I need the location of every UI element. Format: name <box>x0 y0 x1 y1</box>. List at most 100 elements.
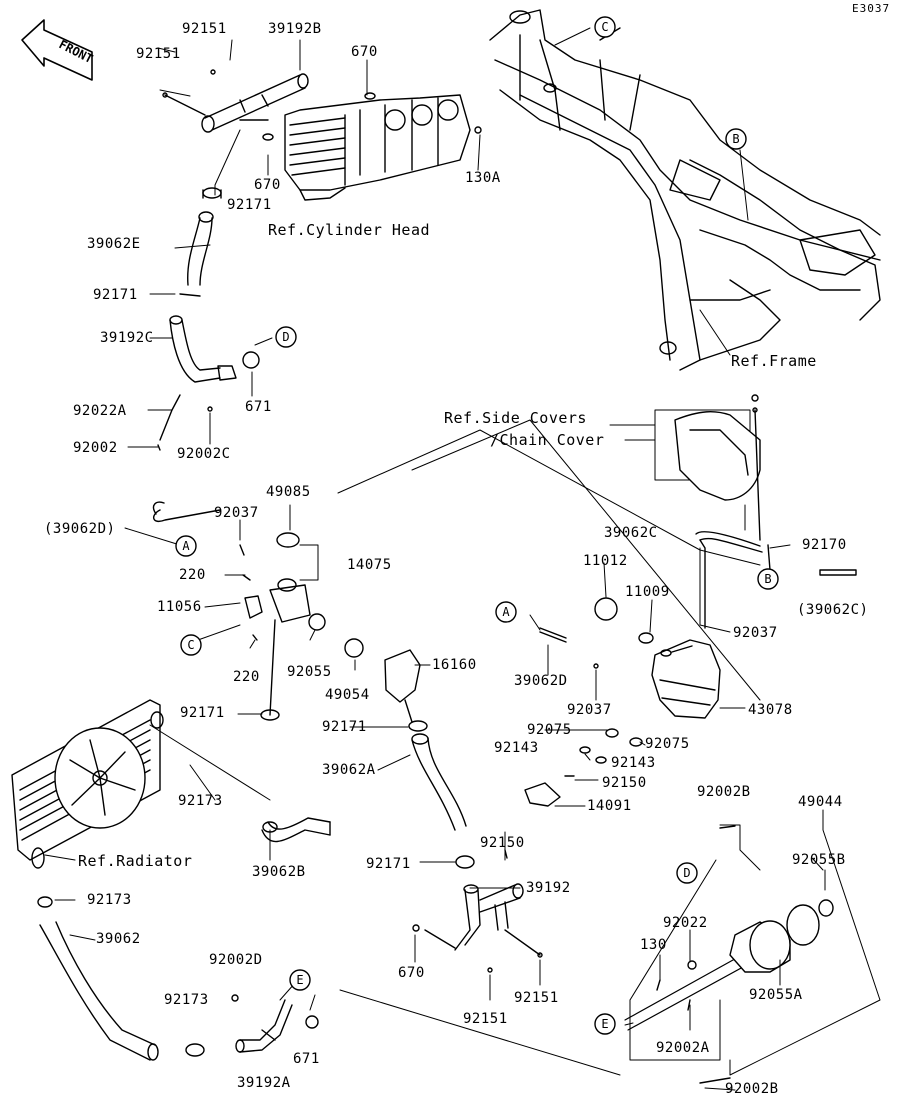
callout-c-top: C <box>601 20 608 34</box>
part-label: 92173 <box>164 992 209 1008</box>
callout-d-left: D <box>282 330 289 344</box>
reservoir-tank-drawing <box>594 531 857 719</box>
part-label: 92173 <box>87 892 132 908</box>
part-label: 92075 <box>645 736 690 752</box>
callout-d-bottom: D <box>683 866 690 880</box>
ref-side-covers-line1: Ref.Side Covers <box>444 409 587 427</box>
callout-a-left: A <box>182 539 190 553</box>
callout-c-left: C <box>187 638 194 652</box>
part-label: 92002C <box>177 446 231 462</box>
callout-b-right: B <box>764 572 771 586</box>
part-label: 670 <box>254 177 281 193</box>
part-label: 39062B <box>252 864 306 880</box>
pipe-39192A-drawing <box>231 994 319 1053</box>
part-label: 39062C <box>604 525 658 541</box>
part-label: 92022A <box>73 403 127 419</box>
part-label: 39192A <box>237 1075 291 1091</box>
part-label: 92171 <box>227 197 272 213</box>
part-label: 92151 <box>136 46 181 62</box>
part-label: 49085 <box>266 484 311 500</box>
part-label: 16160 <box>432 657 477 673</box>
part-label: 92002B <box>697 784 751 800</box>
bracket-14091-drawing <box>504 627 643 859</box>
part-label: 39062A <box>322 762 376 778</box>
part-label: 671 <box>245 399 272 415</box>
callout-a-center: A <box>502 605 510 619</box>
hose-39062D-drawing <box>152 501 245 556</box>
callout-e-left: E <box>296 973 303 987</box>
part-label: 92055 <box>287 664 332 680</box>
frame-drawing <box>474 9 881 371</box>
ref-cylinder-head: Ref.Cylinder Head <box>268 221 431 239</box>
part-label: 92002D <box>209 952 263 968</box>
part-label: 92170 <box>802 537 847 553</box>
hose-39062B-drawing <box>261 817 331 843</box>
part-label: 92002 <box>73 440 118 456</box>
water-pump-drawing <box>624 825 834 1084</box>
part-label: 92075 <box>527 722 572 738</box>
part-label: 43078 <box>748 702 793 718</box>
part-label: 39062D <box>514 673 568 689</box>
part-label: 39192C <box>100 330 154 346</box>
ref-side-covers-line2: /Chain Cover <box>490 431 605 449</box>
part-label: 92151 <box>514 990 559 1006</box>
part-label: 11056 <box>157 599 202 615</box>
part-label: 92150 <box>480 835 525 851</box>
part-label: 39192B <box>268 21 322 37</box>
part-label: 92151 <box>182 21 227 37</box>
part-label: 92171 <box>366 856 411 872</box>
diagram-code: E3037 <box>852 2 891 15</box>
callout-markers <box>175 16 779 1035</box>
part-label: 130A <box>465 170 501 186</box>
part-label: 14075 <box>347 557 392 573</box>
cylinder-head-drawing <box>262 92 471 201</box>
part-label: 92151 <box>463 1011 508 1027</box>
part-label: 39192 <box>526 880 571 896</box>
part-label: 11009 <box>625 584 670 600</box>
part-label: (39062C) <box>797 602 869 618</box>
part-label: 92173 <box>178 793 223 809</box>
part-label: 11012 <box>583 553 628 569</box>
part-label: 92150 <box>602 775 647 791</box>
callout-e-right: E <box>601 1017 608 1031</box>
callout-b-top: B <box>732 132 739 146</box>
part-label: 49044 <box>798 794 843 810</box>
front-arrow-icon: FRONT <box>21 19 95 81</box>
part-label: 92171 <box>322 719 367 735</box>
part-label: 92037 <box>733 625 778 641</box>
part-label: 92037 <box>214 505 259 521</box>
part-label: (39062D) <box>44 521 116 537</box>
part-label: 92055A <box>749 987 803 1003</box>
pipe-39192B-drawing <box>162 69 309 133</box>
part-label: 130 <box>640 937 667 953</box>
part-label: 49054 <box>325 687 370 703</box>
part-label: 220 <box>179 567 206 583</box>
part-label: 92002B <box>725 1081 779 1097</box>
part-label: 92022 <box>663 915 708 931</box>
thermostat-housing-drawing <box>242 532 428 732</box>
part-label: 92055B <box>792 852 846 868</box>
part-label: 671 <box>293 1051 320 1067</box>
part-label: 92037 <box>567 702 612 718</box>
hose-39062A-drawing <box>411 733 475 869</box>
part-label: 220 <box>233 669 260 685</box>
hose-39062E-drawing <box>179 187 222 297</box>
part-label: 92171 <box>93 287 138 303</box>
radiator-drawing <box>11 699 164 869</box>
ref-frame: Ref.Frame <box>731 352 817 370</box>
part-label: 92143 <box>494 740 539 756</box>
part-label: 14091 <box>587 798 632 814</box>
leader-lines <box>44 27 881 1091</box>
ref-radiator: Ref.Radiator <box>78 852 193 870</box>
hose-39062-drawing <box>37 896 205 1061</box>
pipe-39192-drawing <box>412 883 543 973</box>
part-label: 92143 <box>611 755 656 771</box>
part-label: 39062E <box>87 236 141 252</box>
part-label: 39062 <box>96 931 141 947</box>
side-cover-drawing <box>654 394 771 571</box>
part-label: 670 <box>351 44 378 60</box>
part-label: 92002A <box>656 1040 710 1056</box>
pipe-39192C-drawing <box>157 315 260 451</box>
